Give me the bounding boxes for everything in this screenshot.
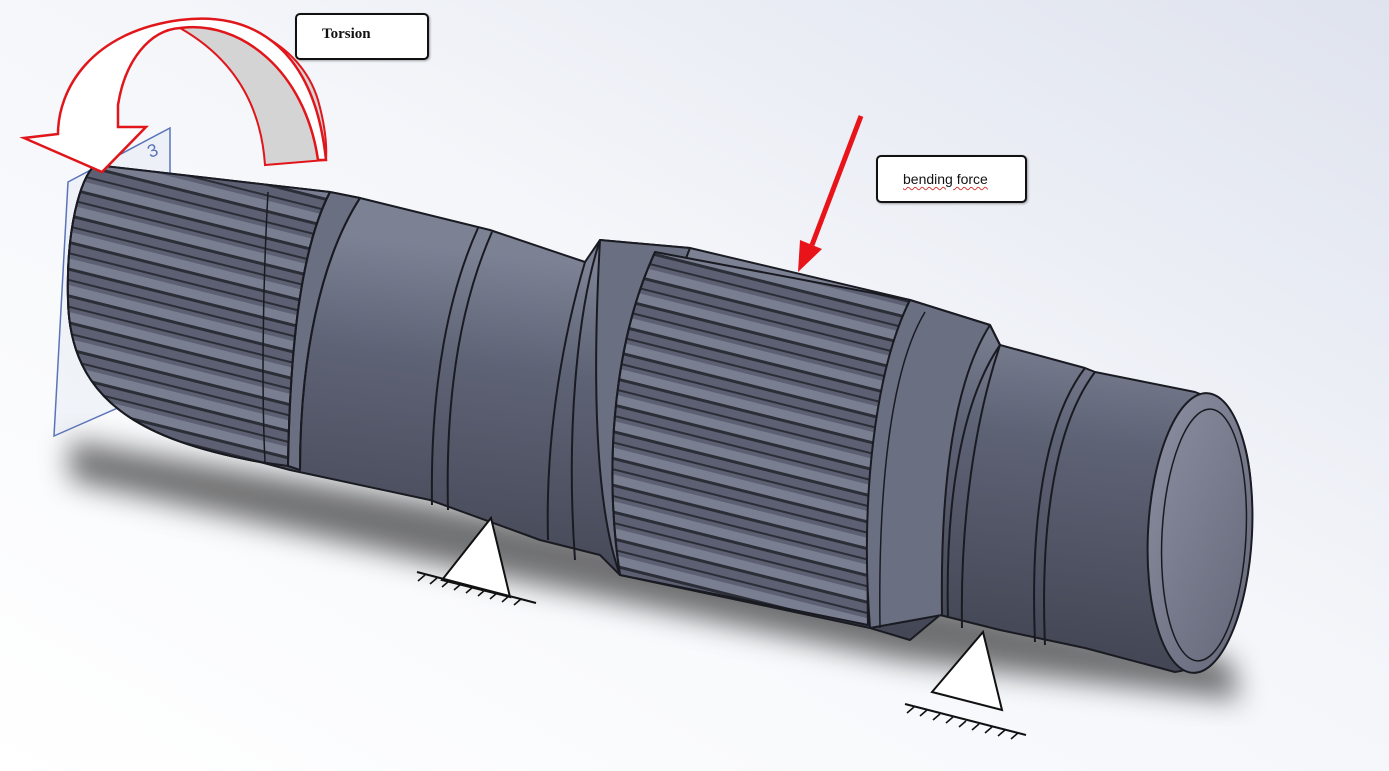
torsion-label: Torsion <box>322 26 371 42</box>
fixed-support-icon <box>416 515 537 606</box>
bending-force-arrow-icon <box>798 115 864 272</box>
fixed-support-icon <box>904 629 1027 740</box>
torsion-arrow-icon <box>19 17 328 174</box>
shaft <box>66 164 1254 674</box>
shaft-end-face <box>1146 392 1254 674</box>
bending-force-label: bending force <box>903 171 988 187</box>
torsion-callout: Torsion <box>295 13 429 60</box>
bending-force-callout: bending force <box>876 155 1027 203</box>
